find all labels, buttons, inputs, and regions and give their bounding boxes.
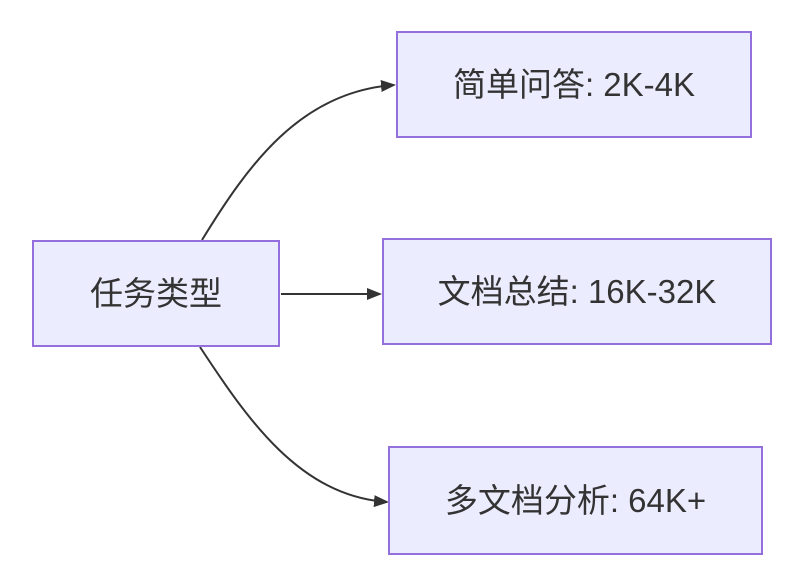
node-multidoc-analysis-label: 多文档分析: 64K+ <box>444 481 707 519</box>
node-doc-summary-label: 文档总结: 16K-32K <box>437 272 717 310</box>
node-doc-summary: 文档总结: 16K-32K <box>382 238 772 345</box>
edge-root-to-simple-qa <box>201 79 396 241</box>
edge-root-to-multidoc-analysis <box>199 346 389 508</box>
node-simple-qa: 简单问答: 2K-4K <box>396 31 752 138</box>
node-task-type: 任务类型 <box>32 240 280 347</box>
node-simple-qa-label: 简单问答: 2K-4K <box>452 65 696 103</box>
node-task-type-label: 任务类型 <box>90 274 222 312</box>
node-multidoc-analysis: 多文档分析: 64K+ <box>388 446 763 555</box>
